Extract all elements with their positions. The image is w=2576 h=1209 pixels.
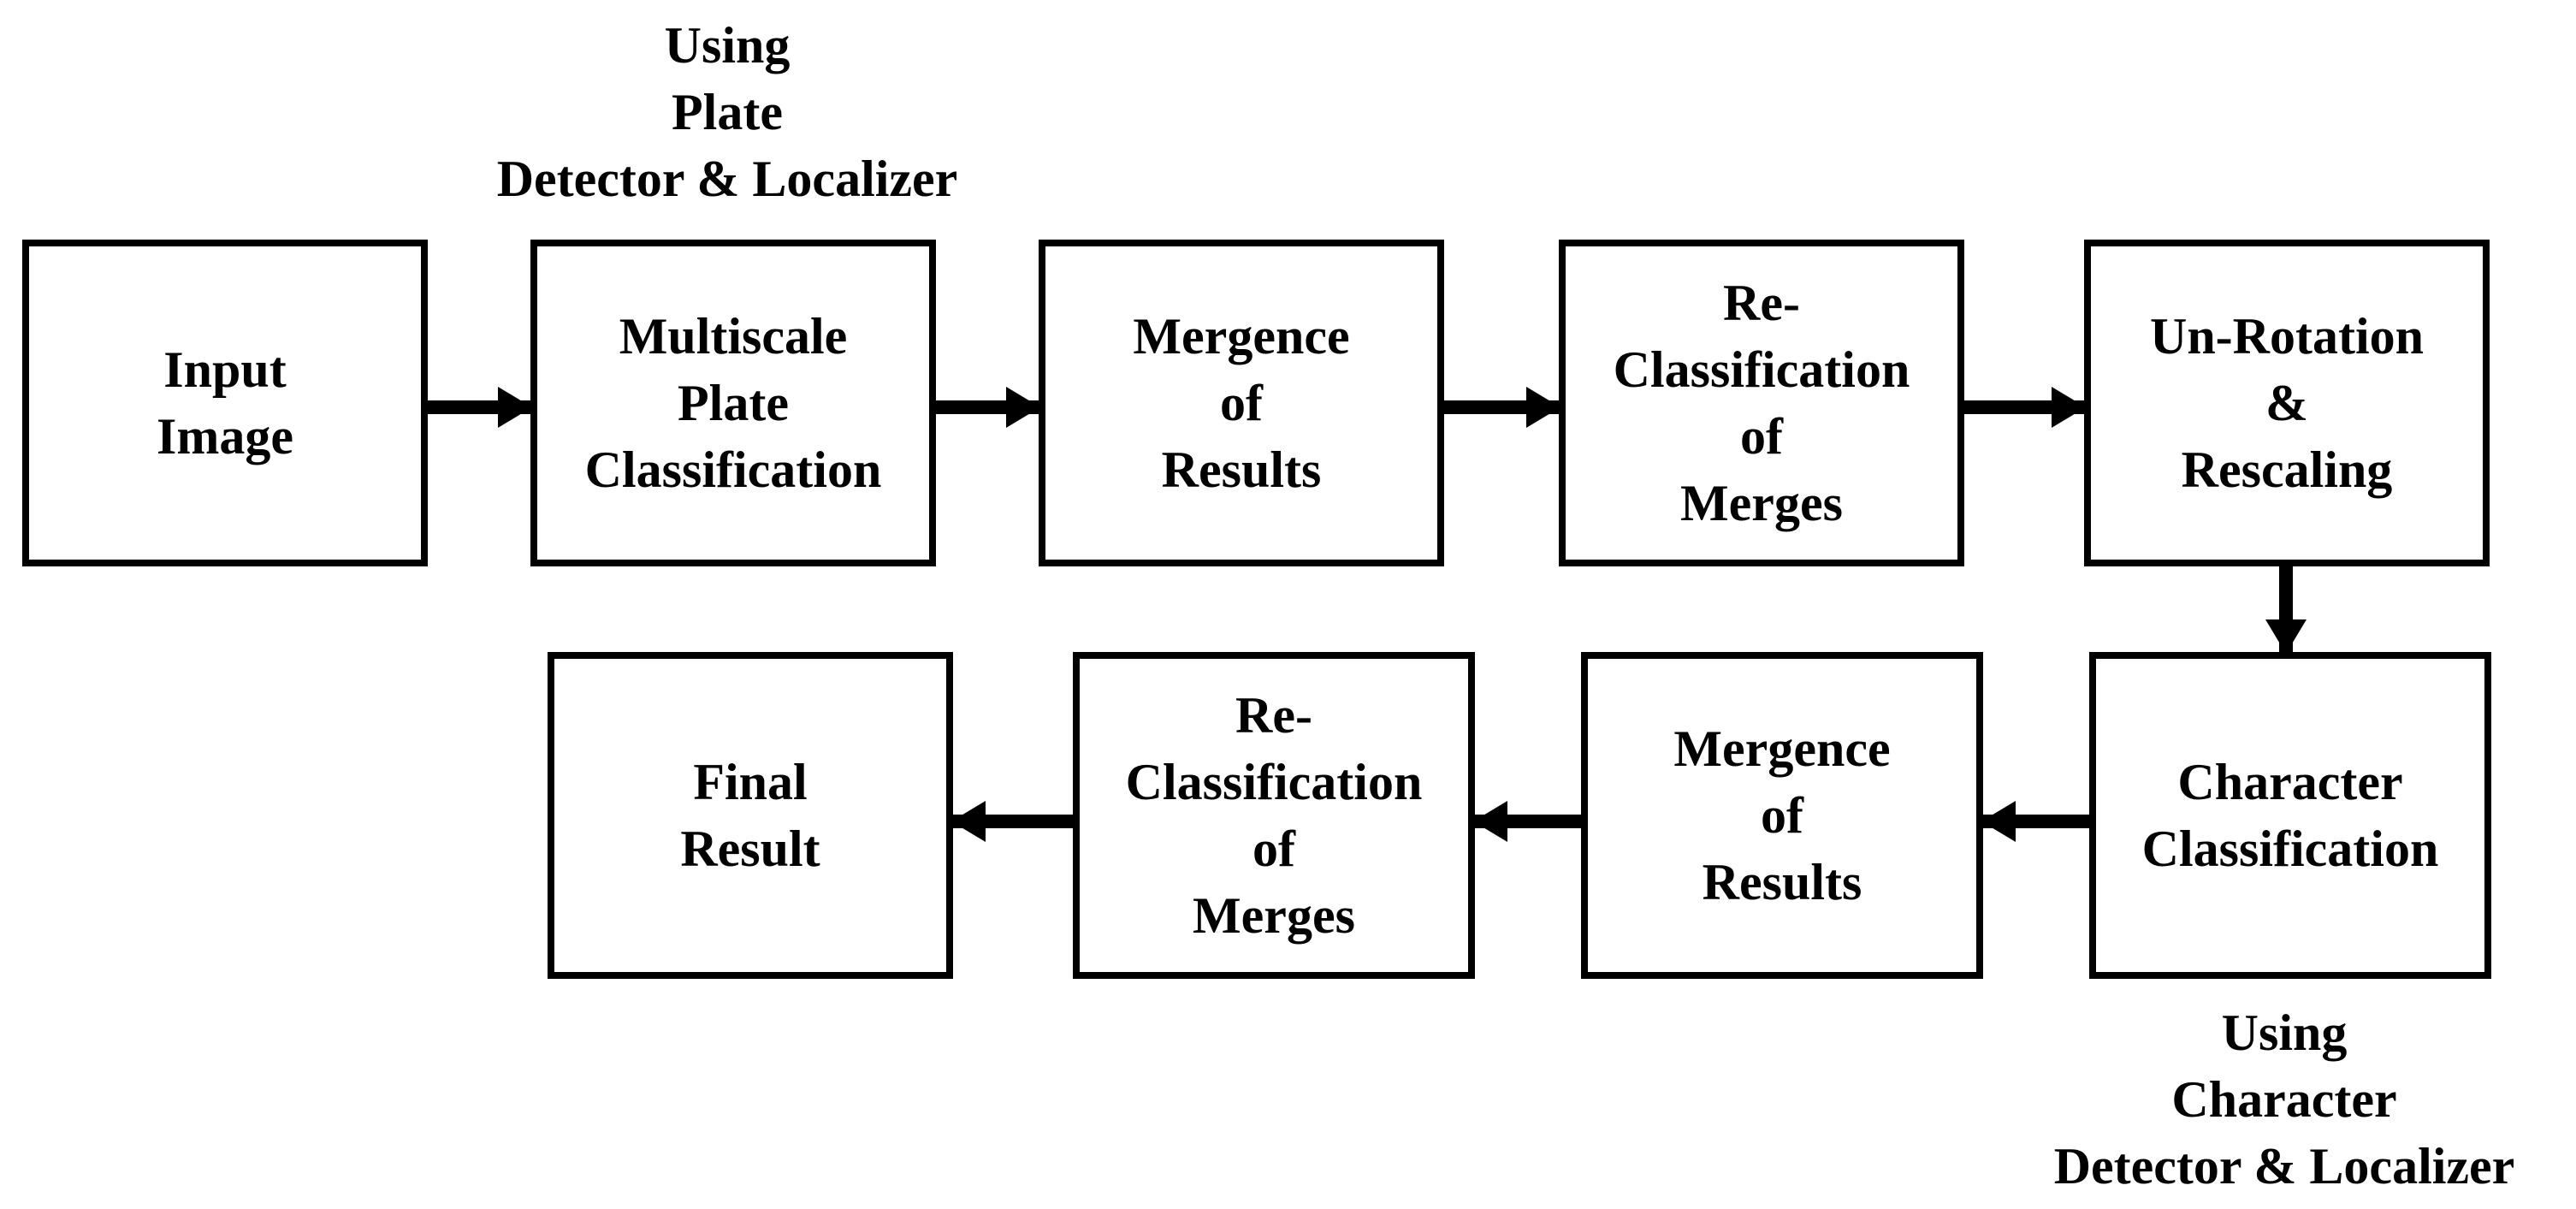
input-image-box: Input Image (22, 240, 428, 566)
multiscale-plate-classification-label: Multiscale Plate Classification (584, 308, 882, 498)
input-image-label: Input Image (157, 341, 293, 465)
character-classification-label: Character Classification (2141, 754, 2439, 877)
mergence-of-results-2-label: Mergence of Results (1673, 720, 1891, 910)
multiscale-plate-classification-box: Multiscale Plate Classification (530, 240, 936, 566)
reclassification-of-merges-2-label: Re- Classification of Merges (1125, 687, 1423, 944)
character-classification-box: Character Classification (2089, 652, 2491, 979)
reclassification-of-merges-2-box: Re- Classification of Merges (1073, 652, 1475, 979)
final-result-box: Final Result (548, 652, 953, 979)
reclassification-of-merges-box: Re- Classification of Merges (1559, 240, 1964, 566)
mergence-of-results-2-box: Mergence of Results (1581, 652, 1983, 979)
final-result-label: Final Result (680, 754, 820, 877)
mergence-of-results-box: Mergence of Results (1039, 240, 1444, 566)
character-detector-annotation: Using Character Detector & Localizer (2053, 1005, 2515, 1194)
mergence-of-results-label: Mergence of Results (1133, 308, 1350, 498)
unrotation-rescaling-box: Un-Rotation & Rescaling (2084, 240, 2490, 566)
reclassification-of-merges-label: Re- Classification of Merges (1613, 275, 1910, 531)
unrotation-rescaling-label: Un-Rotation & Rescaling (2149, 308, 2424, 498)
plate-detector-annotation: Using Plate Detector & Localizer (496, 17, 958, 207)
